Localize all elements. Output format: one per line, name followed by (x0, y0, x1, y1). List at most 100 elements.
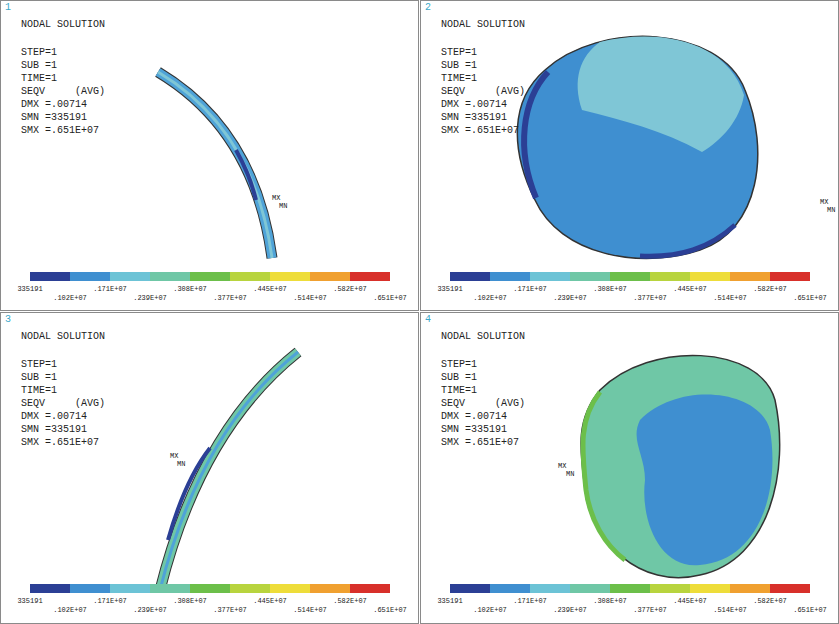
solution-info: NODAL SOLUTION (441, 331, 525, 343)
contour-band (110, 272, 150, 281)
contour-band (150, 584, 190, 593)
contour-band (310, 272, 350, 281)
head-surface (517, 36, 757, 258)
scale-value: .171E+07 (93, 597, 127, 605)
scale-value: .445E+07 (253, 597, 287, 605)
scale-value: 335191 (437, 285, 462, 293)
shell-arc (160, 352, 298, 590)
solution-info: SEQV (AVG) (441, 86, 525, 98)
contour-band (310, 584, 350, 593)
scale-value: .514E+07 (713, 294, 747, 302)
contour-band (110, 584, 150, 593)
extreme-marker: MN (566, 470, 574, 478)
solution-info: SUB =1 (21, 60, 57, 72)
contour-band (770, 584, 810, 593)
edge-zone (583, 392, 625, 560)
contour-band (190, 584, 230, 593)
scale-value: .514E+07 (293, 294, 327, 302)
solution-info: SMN =335191 (441, 424, 507, 436)
stress-zone (578, 36, 744, 152)
panel-number: 4 (425, 314, 431, 326)
scale-value: .102E+07 (53, 606, 87, 614)
scale-value: .582E+07 (333, 285, 367, 293)
scale-value: .308E+07 (173, 285, 207, 293)
extreme-marker: MN (827, 206, 835, 214)
shell-arc-outline (158, 72, 272, 258)
scale-value: .582E+07 (753, 597, 787, 605)
shell-arc-core (160, 352, 298, 590)
scale-value: .377E+07 (633, 606, 667, 614)
solution-info: STEP=1 (21, 359, 57, 371)
shell-arc (158, 72, 272, 258)
contour-band (30, 584, 70, 593)
solution-info: SMX =.651E+07 (441, 437, 519, 449)
edge-zone (640, 225, 735, 256)
shell-arc-core (158, 72, 272, 258)
scale-value: .308E+07 (593, 285, 627, 293)
scale-value: 335191 (437, 597, 462, 605)
extreme-marker: MX (820, 198, 828, 206)
stress-zone (637, 395, 773, 566)
contour-band (150, 272, 190, 281)
scale-value: .651E+07 (373, 294, 407, 302)
contour-band (690, 584, 730, 593)
solution-info: DMX =.00714 (441, 99, 507, 111)
contour-band (70, 584, 110, 593)
contour-band (450, 272, 490, 281)
scale-value: .377E+07 (213, 606, 247, 614)
solution-info: SEQV (AVG) (441, 398, 525, 410)
contour-band (450, 584, 490, 593)
contour-band (350, 272, 390, 281)
scale-value: .239E+07 (133, 606, 167, 614)
scale-value: .102E+07 (473, 294, 507, 302)
scale-value: .582E+07 (333, 597, 367, 605)
scale-value: .102E+07 (473, 606, 507, 614)
shell-arc-low-zone (168, 448, 210, 540)
panel-number: 2 (425, 2, 431, 14)
contour-band (690, 272, 730, 281)
shell-arc-outline (160, 352, 298, 590)
solution-info: SMN =335191 (21, 112, 87, 124)
contour-band (270, 584, 310, 593)
solution-info: SUB =1 (21, 372, 57, 384)
scale-value: .171E+07 (513, 285, 547, 293)
scale-value: .514E+07 (713, 606, 747, 614)
solution-info: DMX =.00714 (21, 99, 87, 111)
solution-info: TIME=1 (441, 385, 477, 397)
scale-value: .377E+07 (633, 294, 667, 302)
scale-value: .308E+07 (593, 597, 627, 605)
solution-info: NODAL SOLUTION (21, 331, 105, 343)
contour-band (190, 272, 230, 281)
scale-value: .171E+07 (93, 285, 127, 293)
scale-value: .102E+07 (53, 294, 87, 302)
panel-number: 3 (5, 314, 11, 326)
solution-info: SMX =.651E+07 (441, 125, 519, 137)
contour-band (610, 584, 650, 593)
solution-info: SUB =1 (441, 372, 477, 384)
extreme-marker: MN (279, 202, 287, 210)
plot-panel: 4NODAL SOLUTIONSTEP=1SUB =1TIME=1SEQV (A… (420, 312, 839, 624)
contour-band (570, 272, 610, 281)
scale-value: .445E+07 (673, 285, 707, 293)
plot-panel: 2NODAL SOLUTIONSTEP=1SUB =1TIME=1SEQV (A… (420, 0, 839, 311)
solution-info: SUB =1 (441, 60, 477, 72)
scale-value: .445E+07 (673, 597, 707, 605)
scale-value: .651E+07 (793, 294, 827, 302)
scale-value: .651E+07 (373, 606, 407, 614)
solution-info: SEQV (AVG) (21, 86, 105, 98)
scale-value: 335191 (17, 597, 42, 605)
scale-value: .651E+07 (793, 606, 827, 614)
solution-info: SMN =335191 (441, 112, 507, 124)
shell-arc-low-zone (236, 150, 256, 200)
contour-band (730, 584, 770, 593)
solution-info: NODAL SOLUTION (21, 19, 105, 31)
contour-band (30, 272, 70, 281)
contour-band (650, 272, 690, 281)
extreme-marker: MX (272, 194, 280, 202)
solution-info: NODAL SOLUTION (441, 19, 525, 31)
contour-band (610, 272, 650, 281)
scale-value: .239E+07 (133, 294, 167, 302)
solution-info: SMN =335191 (21, 424, 87, 436)
